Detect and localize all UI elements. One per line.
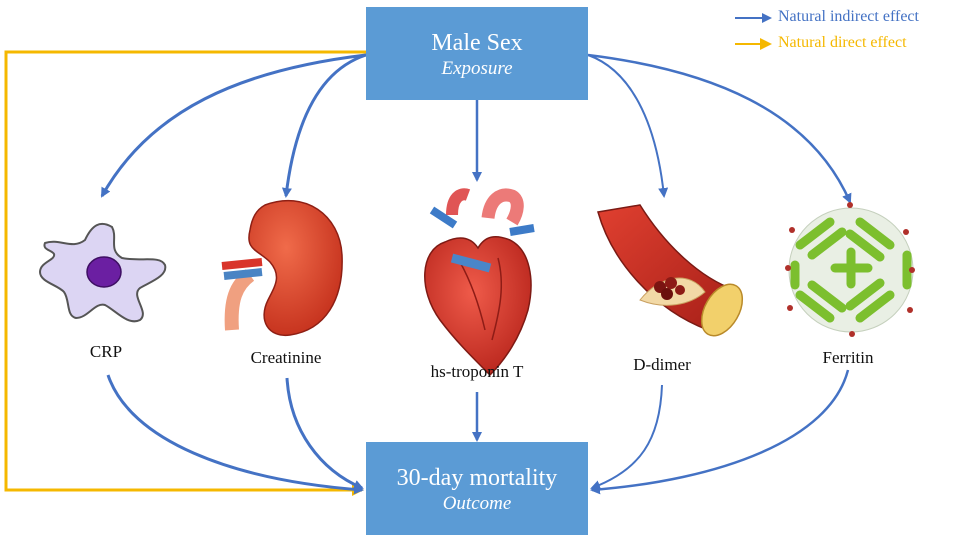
creatinine-label: Creatinine [250,348,322,367]
kidney-icon [221,199,343,336]
direct-effect-arrow [4,50,366,496]
troponin-label: hs-troponin T [430,362,524,381]
arrow-exposure-creatinine [281,53,367,198]
arrow-exposure-crp [100,53,367,198]
exposure-subtitle: Exposure [441,58,513,79]
crp-label: CRP [89,342,123,361]
outcome-title: 30-day mortality [396,465,558,491]
arrow-exposure-ferritin [587,53,852,204]
arrow-ddimer-outcome [590,384,663,490]
arrow-exposure-ddimer [587,54,669,198]
exposure-title: Male Sex [431,30,523,56]
legend-indirect-label: Natural indirect effect [778,8,919,25]
exposure-box: Male Sex Exposure [366,7,588,100]
arrow-ferritin-outcome [590,369,850,495]
outcome-subtitle: Outcome [442,493,512,514]
arrow-crp-outcome [106,374,364,495]
ddimer-label: D-dimer [633,355,691,374]
ferritin-icon [785,202,915,337]
heart-icon [424,188,535,377]
legend-direct-label: Natural direct effect [778,34,907,51]
crp-cell-icon [38,222,167,323]
ferritin-label: Ferritin [822,348,874,367]
outcome-box: 30-day mortality Outcome [366,442,588,535]
blood-vessel-icon [597,204,744,337]
arrow-creatinine-outcome [285,377,364,490]
